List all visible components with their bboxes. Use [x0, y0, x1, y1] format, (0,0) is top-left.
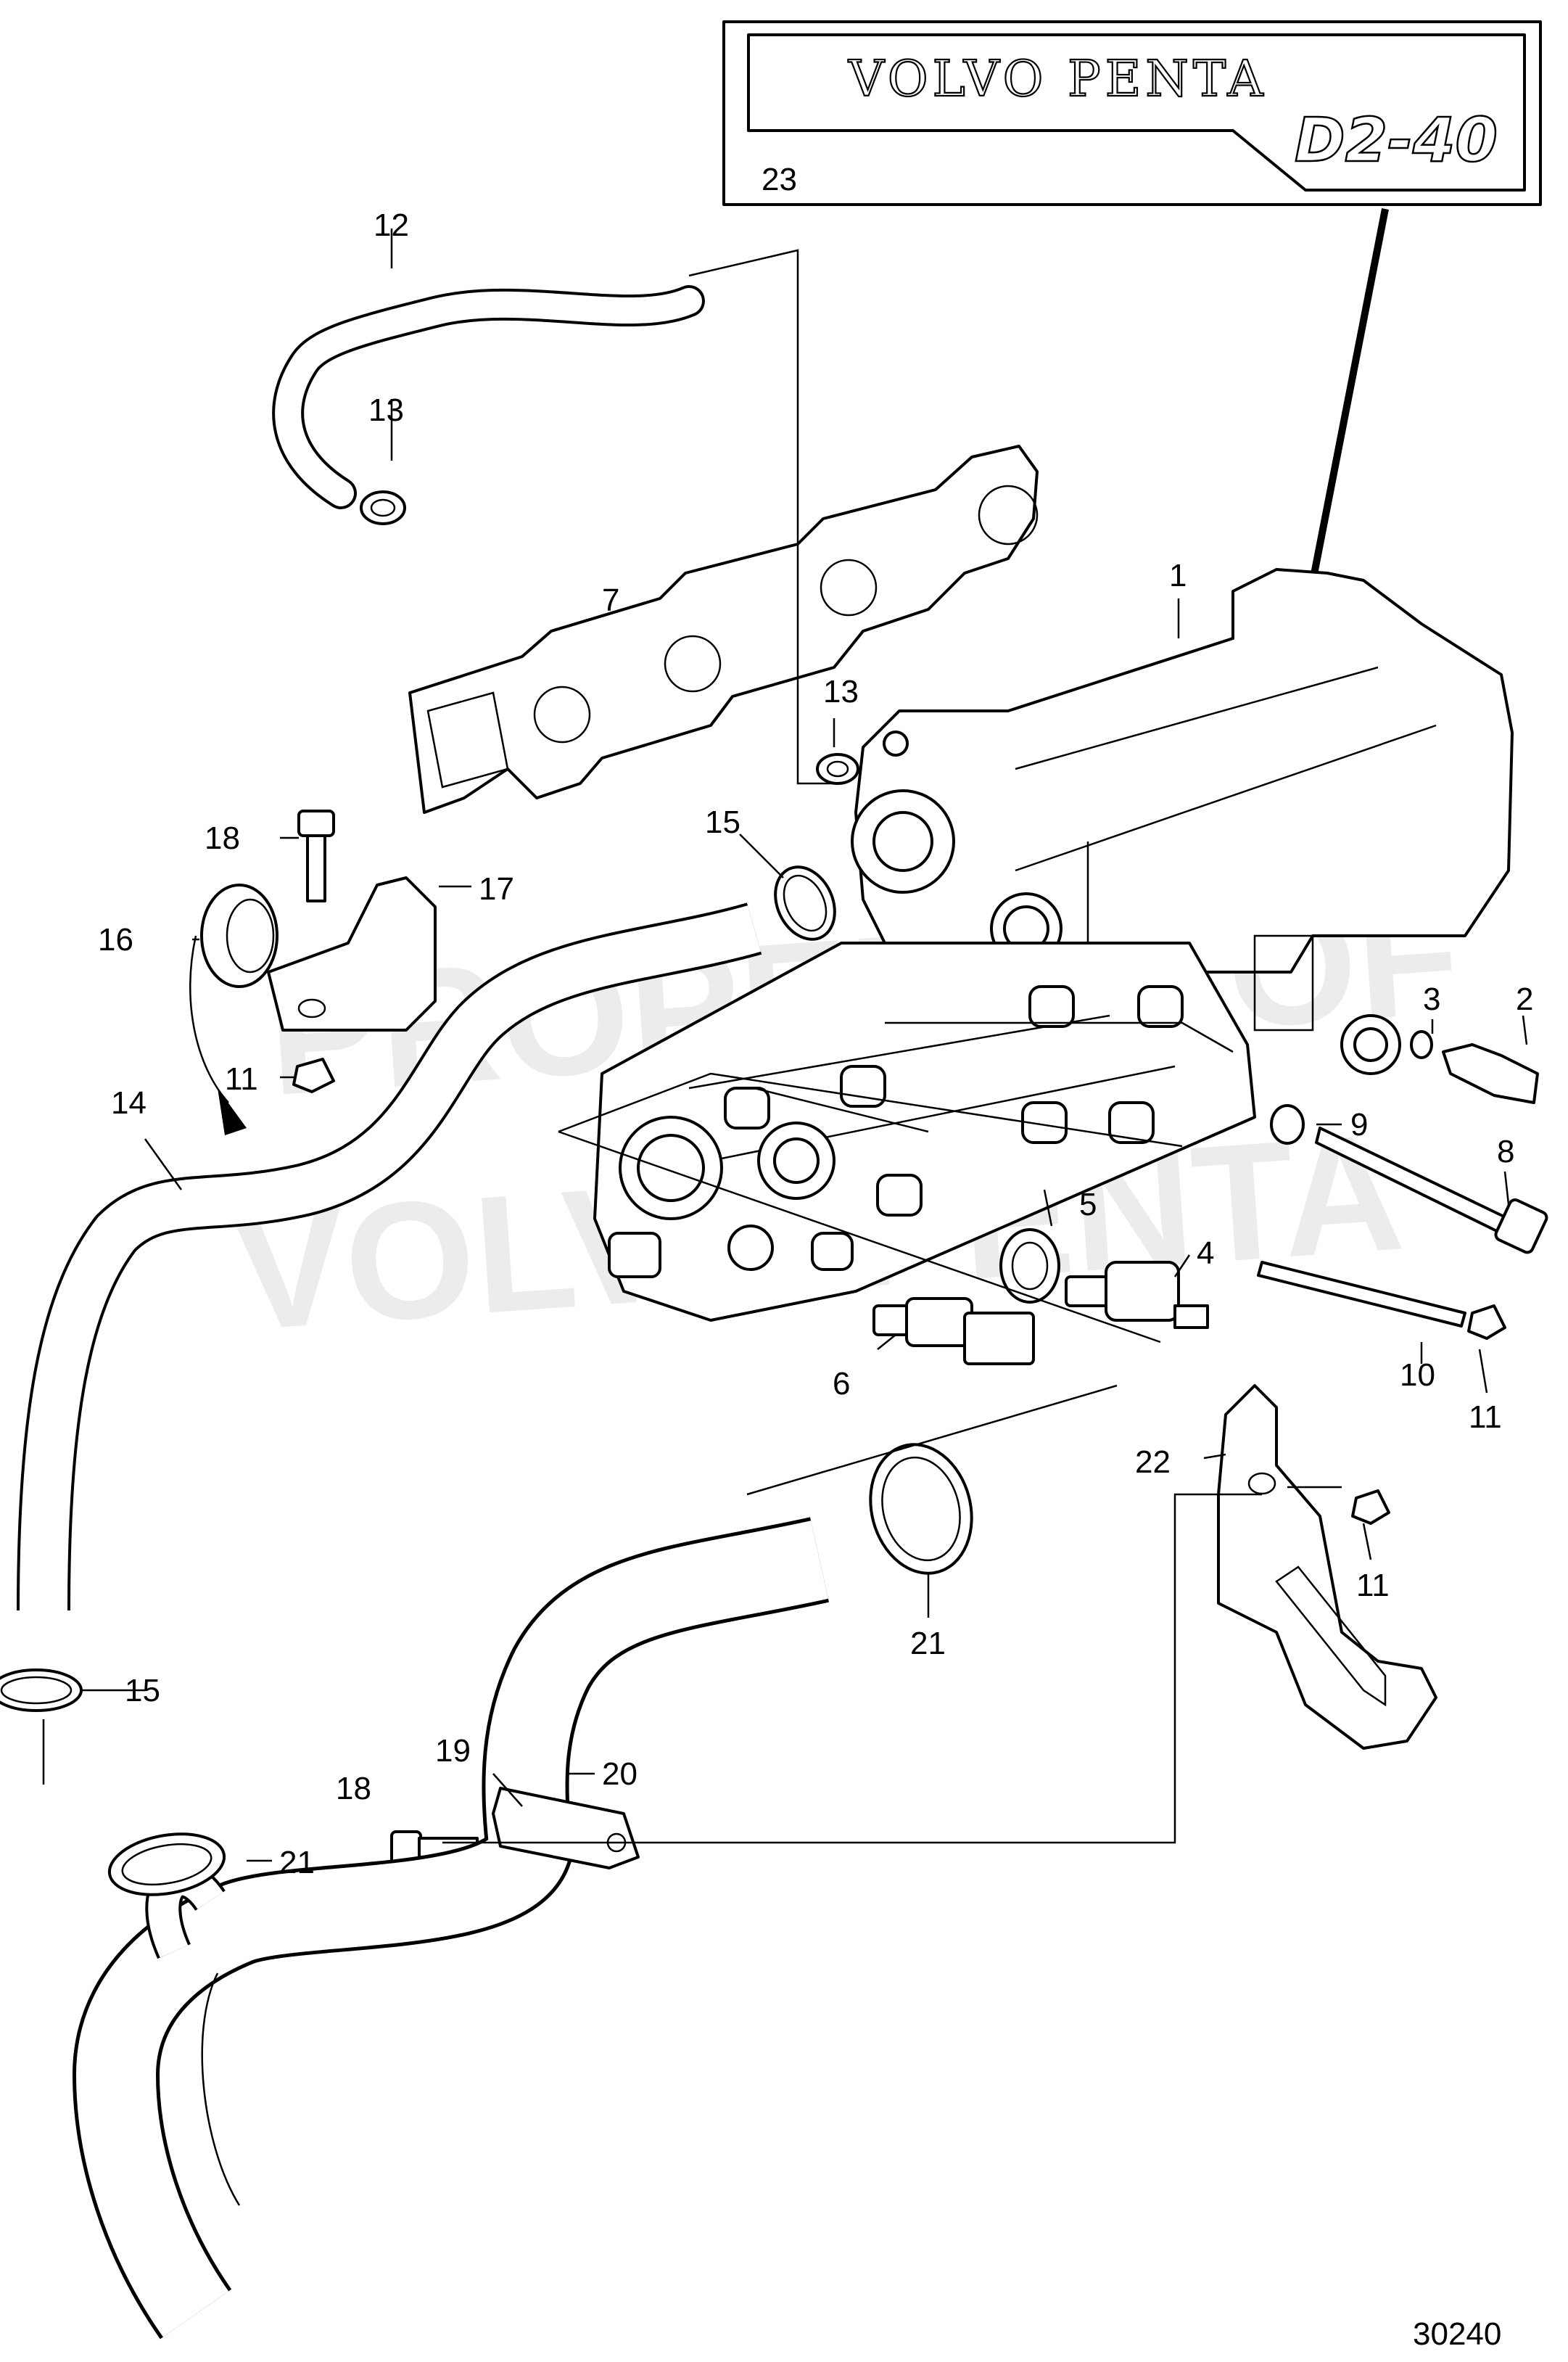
callout-3: 3	[1423, 982, 1440, 1017]
part-13-clamp-lower	[816, 753, 859, 785]
part-5-washer	[999, 1228, 1060, 1304]
callout-2: 2	[1516, 982, 1533, 1017]
callout-13a: 13	[368, 392, 404, 428]
callout-7: 7	[602, 583, 619, 618]
callout-10: 10	[1400, 1357, 1435, 1393]
part-4-sender	[1065, 1261, 1209, 1329]
part-21-clamp-lower	[107, 1832, 226, 1896]
figure-number: 30240	[1413, 2316, 1501, 2352]
part-13-clamp-upper	[360, 490, 406, 525]
nameplate-model-text: D2-40	[1295, 104, 1498, 176]
callout-4: 4	[1197, 1235, 1214, 1271]
callout-13b: 13	[823, 674, 859, 709]
callout-15b: 15	[125, 1673, 160, 1708]
callout-18b: 18	[336, 1771, 371, 1806]
callout-19: 19	[435, 1733, 471, 1769]
callout-23: 23	[762, 162, 797, 197]
part-17-bracket	[267, 876, 437, 1032]
callout-5: 5	[1079, 1187, 1097, 1222]
part-6-switch	[872, 1297, 1035, 1365]
part-8-long-bolt	[1315, 1127, 1548, 1254]
part-7-gasket	[408, 445, 1039, 814]
part-11-nut-right	[1467, 1304, 1506, 1340]
nameplate-brand-text: VOLVO PENTA	[848, 51, 1268, 108]
callout-labels: 1 2 3 4 5 6 7 8 9 10 11 11 11 12 13 13 1…	[98, 162, 1533, 1880]
part-18-bolt-upper	[297, 810, 335, 902]
callout-8: 8	[1497, 1134, 1514, 1169]
part-11-nut-bracket	[1351, 1489, 1390, 1525]
callout-11c: 11	[1356, 1568, 1390, 1603]
part-14-large-hose	[17, 902, 762, 1611]
callout-12: 12	[374, 207, 409, 243]
callout-9: 9	[1350, 1107, 1368, 1143]
part-22-bracket	[1217, 1384, 1437, 1750]
callout-11a: 11	[225, 1061, 258, 1097]
callout-11b: 11	[1469, 1399, 1502, 1435]
part-21-clamp-upper	[869, 1443, 973, 1575]
part-20-pipe	[72, 1517, 830, 2340]
part-23-nameplate: VOLVO PENTA D2-40	[722, 20, 1542, 206]
callout-1: 1	[1169, 558, 1187, 593]
callout-15a: 15	[705, 805, 740, 840]
part-15-clamp-lower	[0, 1668, 83, 1712]
callout-21b: 21	[279, 1845, 315, 1880]
part-12-small-hose	[272, 285, 705, 509]
callout-18a: 18	[205, 820, 240, 856]
callout-22: 22	[1135, 1444, 1171, 1480]
part-11-nut-left	[292, 1058, 335, 1093]
callout-16: 16	[98, 922, 133, 958]
callout-14: 14	[111, 1085, 147, 1121]
part-15-clamp-upper	[774, 865, 836, 941]
part-10-stud	[1257, 1261, 1466, 1328]
callout-17: 17	[479, 871, 514, 907]
part-16-grommet	[200, 884, 278, 988]
part-2-sensor	[1442, 1043, 1539, 1104]
leader-lines	[42, 229, 1528, 1862]
callout-6: 6	[833, 1366, 850, 1402]
part-9-washer	[1270, 1104, 1305, 1145]
part-3-washer	[1410, 1030, 1433, 1059]
callout-21a: 21	[910, 1626, 946, 1661]
callout-20: 20	[602, 1756, 637, 1792]
